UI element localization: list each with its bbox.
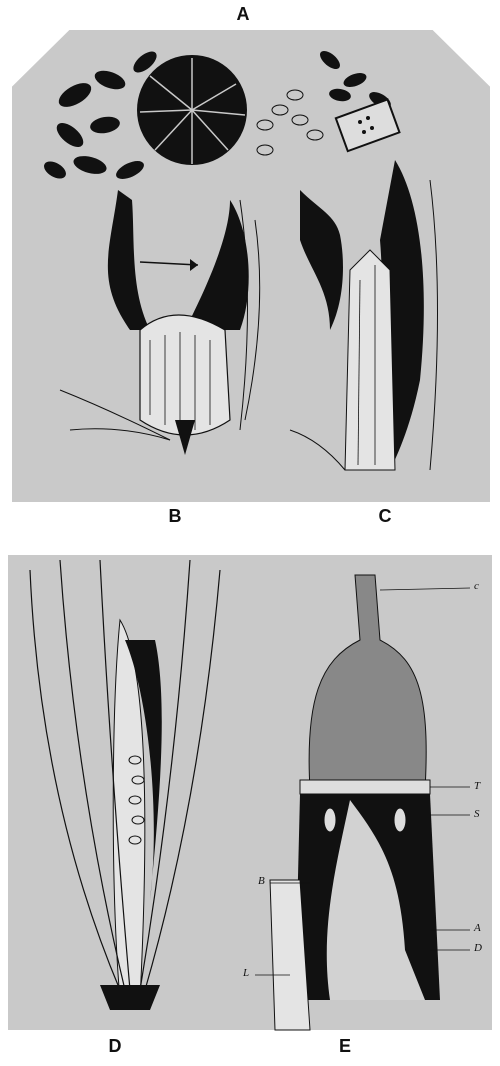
figure-label-d: D [100,1036,130,1057]
callout-s: S [474,808,480,820]
spikelet-d [30,560,220,1010]
callout-b: B [258,875,265,887]
callout-a: A [474,922,481,934]
callout-c: c [474,580,479,592]
callout-d: D [474,942,482,954]
longitudinal-section-e [255,575,470,1030]
figure-label-e: E [330,1036,360,1057]
callout-l: L [243,967,249,979]
callout-t: T [474,780,480,792]
